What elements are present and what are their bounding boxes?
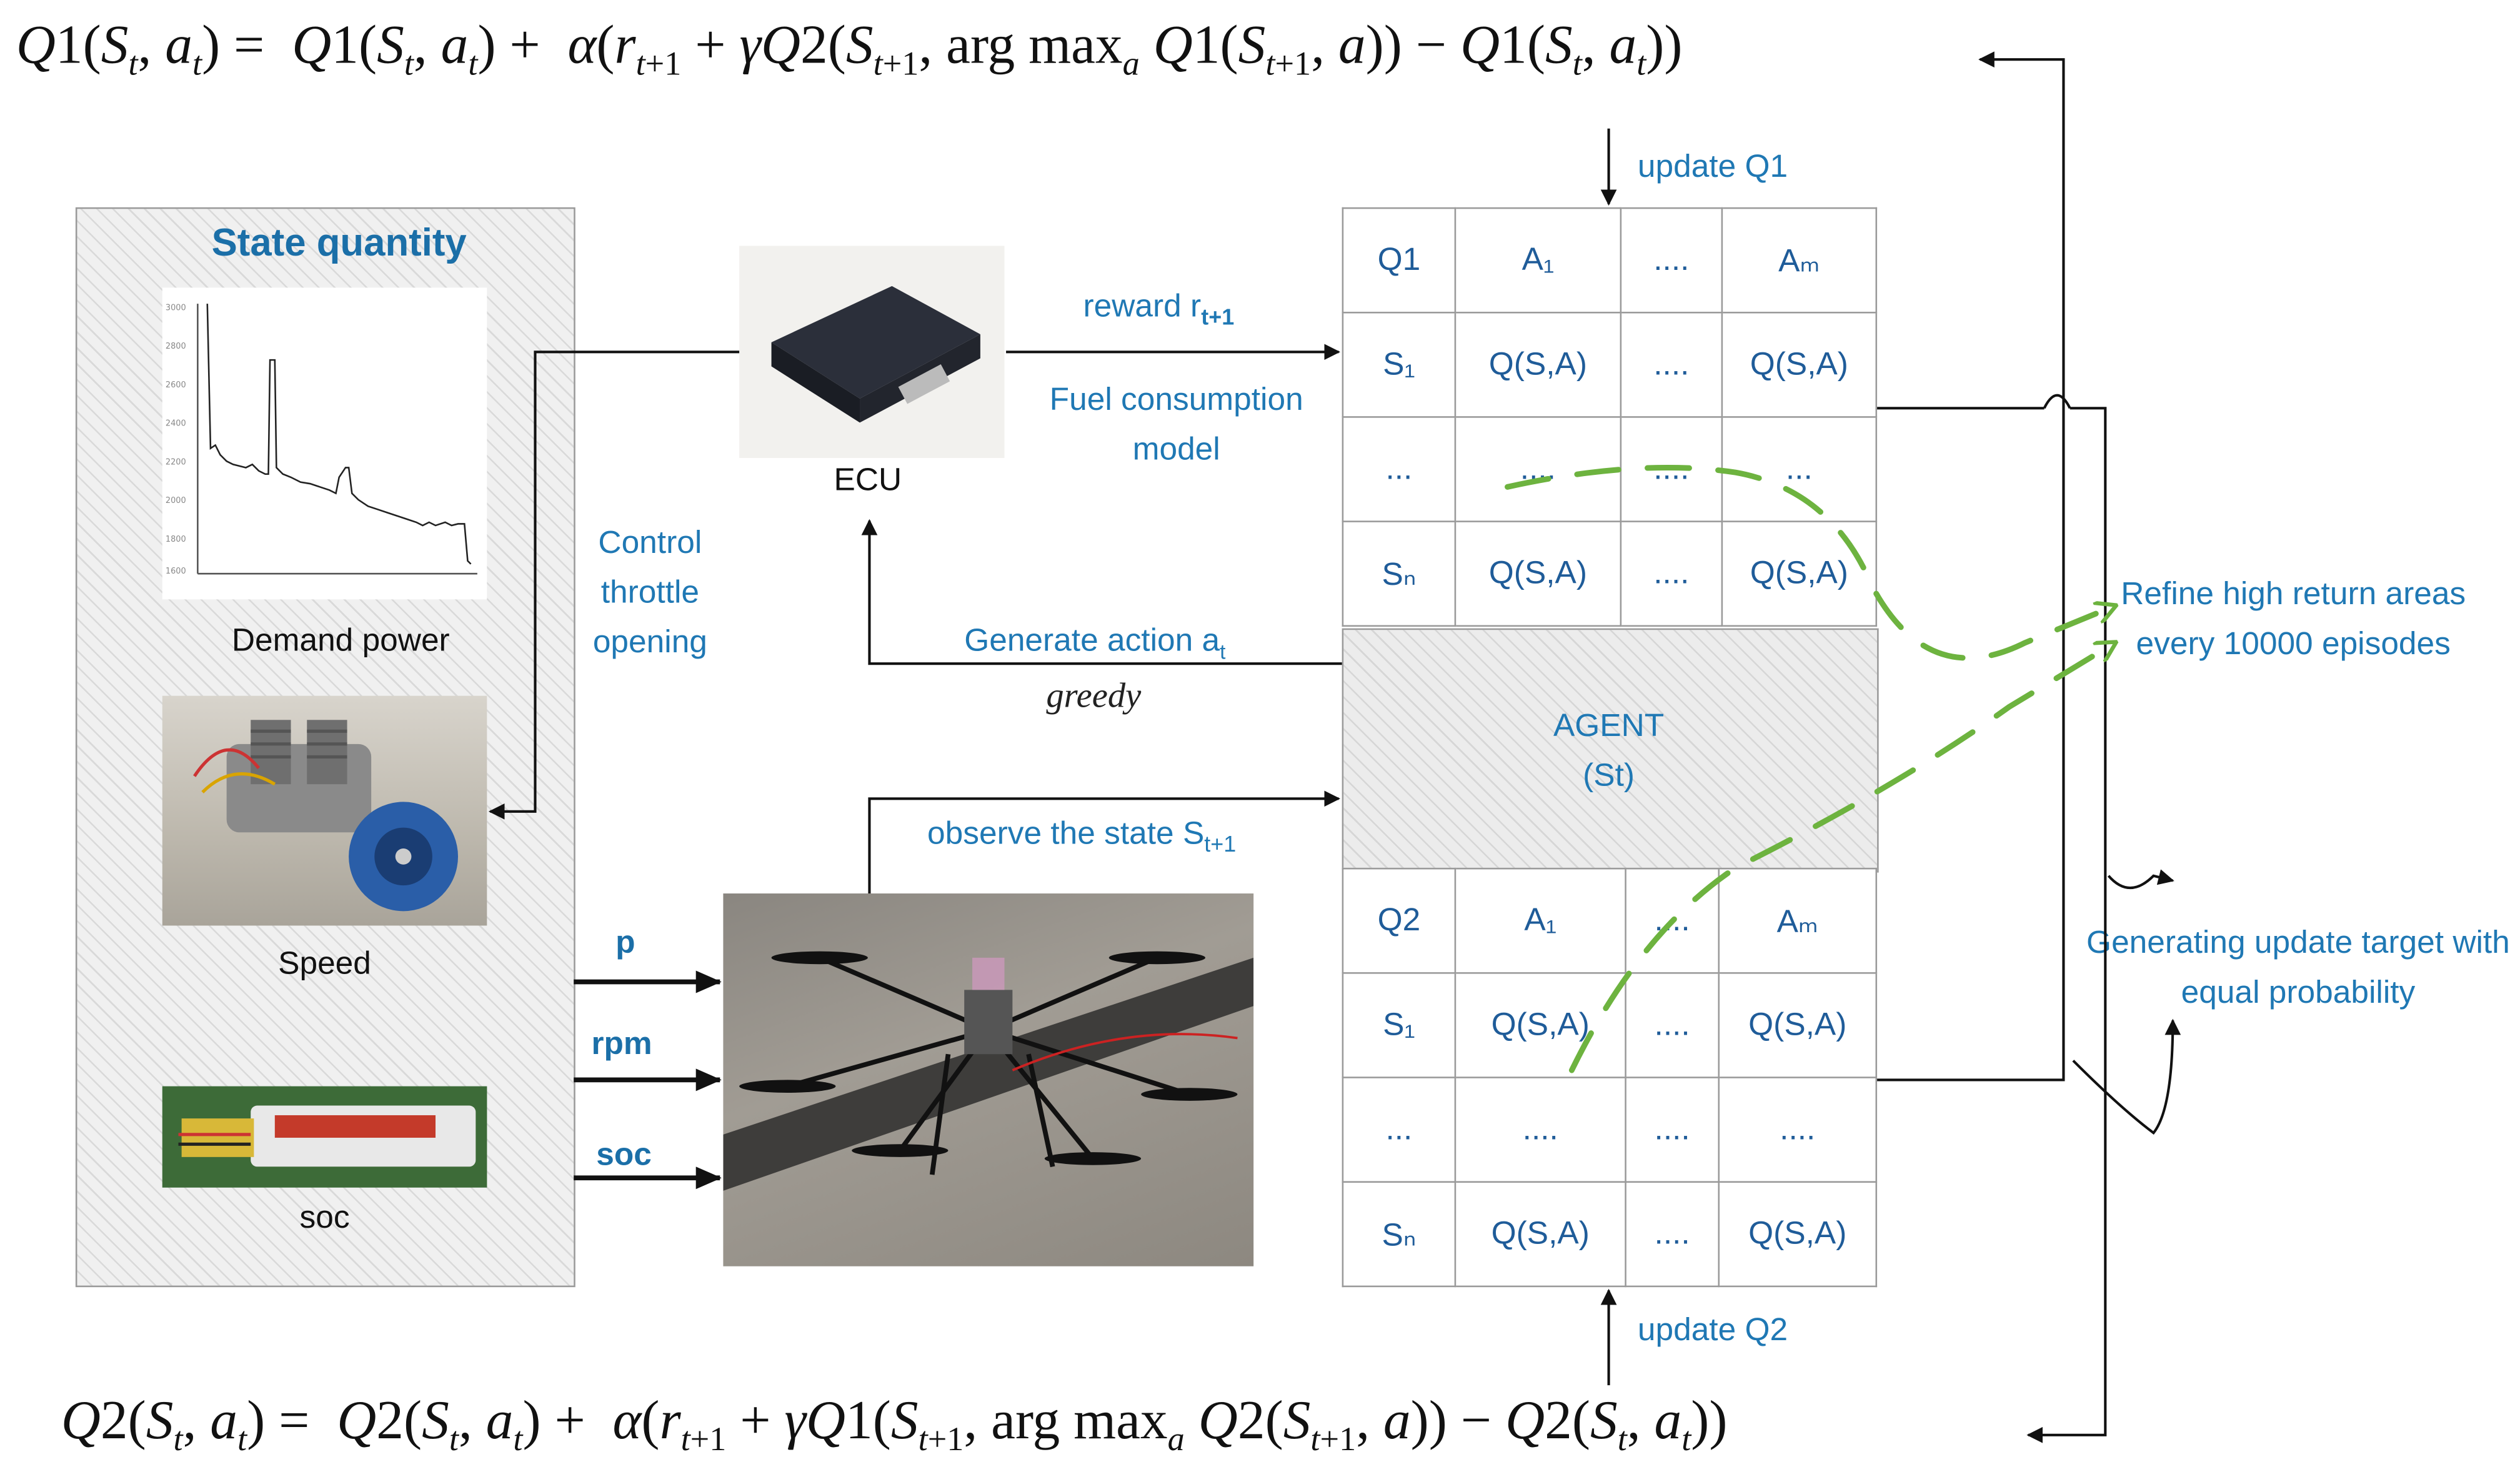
q1-table-cell: Q(S,A) <box>1454 520 1622 627</box>
refine-path-1 <box>1505 464 2115 661</box>
q2-table-cell: Q(S,A) <box>1454 972 1626 1078</box>
q1-table-cell: .... <box>1620 207 1723 314</box>
feedback-to-q1-equation <box>1877 51 2065 1082</box>
q1-table-cell: Q(S,A) <box>1721 520 1878 627</box>
q1-table-row: .............. <box>1342 416 1878 522</box>
q1-table-cell: Q(S,A) <box>1721 311 1878 418</box>
update-q2-label: update Q2 <box>1637 1313 1788 1348</box>
control-throttle-arrow <box>488 351 740 820</box>
q2-table-cell: Q(S,A) <box>1718 1181 1878 1288</box>
svg-text:3000: 3000 <box>166 303 186 312</box>
svg-text:2000: 2000 <box>166 496 186 505</box>
feedback-to-q2-equation <box>2026 407 2107 1443</box>
q1-table-cell: Aₘ <box>1721 207 1878 314</box>
agent-box <box>1342 628 1879 873</box>
refine-label: Refine high return areas every 10000 epi… <box>2121 577 2466 662</box>
update-q1-label: update Q1 <box>1637 149 1788 185</box>
q2-table-cell: Q2 <box>1342 867 1457 974</box>
agent-label: AGENT(St) <box>1553 709 1665 794</box>
greedy-label: greedy <box>1046 675 1142 715</box>
svg-text:2600: 2600 <box>166 380 186 390</box>
ecu-photo <box>739 246 1005 459</box>
input-soc-label: soc <box>596 1137 652 1173</box>
speed-label: Speed <box>278 946 371 982</box>
q1-table-cell: S₁ <box>1342 311 1457 418</box>
q1-table-cell: ... <box>1342 416 1457 522</box>
svg-text:2200: 2200 <box>166 457 186 467</box>
generate-action-label: Generate action at <box>964 623 1226 664</box>
q2-table-row: ............... <box>1342 1077 1878 1183</box>
q2-table-cell: ... <box>1342 1077 1457 1183</box>
q2-table-cell: S₁ <box>1342 972 1457 1078</box>
q2-table-cell: .... <box>1454 1077 1626 1183</box>
q1-table-cell: A₁ <box>1454 207 1622 314</box>
input-rpm-label: rpm <box>591 1027 652 1063</box>
svg-text:1800: 1800 <box>166 535 186 544</box>
q2-table-cell: .... <box>1625 1077 1720 1183</box>
engine-photo <box>162 695 487 926</box>
q2-table-cell: Q(S,A) <box>1454 1181 1626 1288</box>
state-quantity-title: State quantity <box>211 221 467 266</box>
q2-table-cell: A₁ <box>1454 867 1626 974</box>
generate-target-label: Generating update target with equal prob… <box>2086 925 2510 1011</box>
demand-power-label: Demand power <box>231 623 450 659</box>
control-throttle-label: Control throttle opening <box>592 525 707 661</box>
svg-text:2800: 2800 <box>166 342 186 351</box>
fuel-consumption-model-label: Fuel consumption model <box>1049 382 1303 468</box>
q2-table-cell: .... <box>1625 1181 1720 1288</box>
q1-table-cell: Q(S,A) <box>1454 311 1622 418</box>
q2-table-cell: .... <box>1625 972 1720 1078</box>
q2-table-cell: .... <box>1718 1077 1878 1183</box>
q1-table-cell: .... <box>1620 311 1723 418</box>
drone-photo <box>723 893 1254 1266</box>
generate-action-arrow <box>861 519 1342 665</box>
q1-table-cell: .... <box>1454 416 1622 522</box>
refine-path-2 <box>1568 643 2114 1073</box>
observe-state-arrow <box>868 790 1341 894</box>
q1-table-cell: Sₙ <box>1342 520 1457 627</box>
reward-label: reward rt+1 <box>1083 289 1235 330</box>
ecu-label: ECU <box>834 462 902 499</box>
demand-power-chart-image: 3000 2800 2600 2400 2200 2000 1800 1600 <box>162 287 487 600</box>
q1-table-cell: Q1 <box>1342 207 1457 314</box>
svg-text:1600: 1600 <box>166 567 186 576</box>
q2-table-cell: Sₙ <box>1342 1181 1457 1288</box>
q2-update-equation: Q2(St, at) = Q2(St, at) + α(rt+1 + γQ1(S… <box>61 1391 1728 1458</box>
battery-photo <box>162 1086 487 1188</box>
soc-label: soc <box>299 1200 350 1236</box>
q2-table-cell: Aₘ <box>1718 867 1878 974</box>
q1-update-equation: Q1(St, at) = Q1(St, at) + α(rt+1 + γQ2(S… <box>16 16 1683 83</box>
input-p-label: p <box>615 925 635 962</box>
q1-table-cell: .... <box>1620 520 1723 627</box>
observe-state-label: observe the state St+1 <box>927 816 1237 857</box>
q2-table-cell: Q(S,A) <box>1718 972 1878 1078</box>
svg-text:2400: 2400 <box>166 419 186 429</box>
